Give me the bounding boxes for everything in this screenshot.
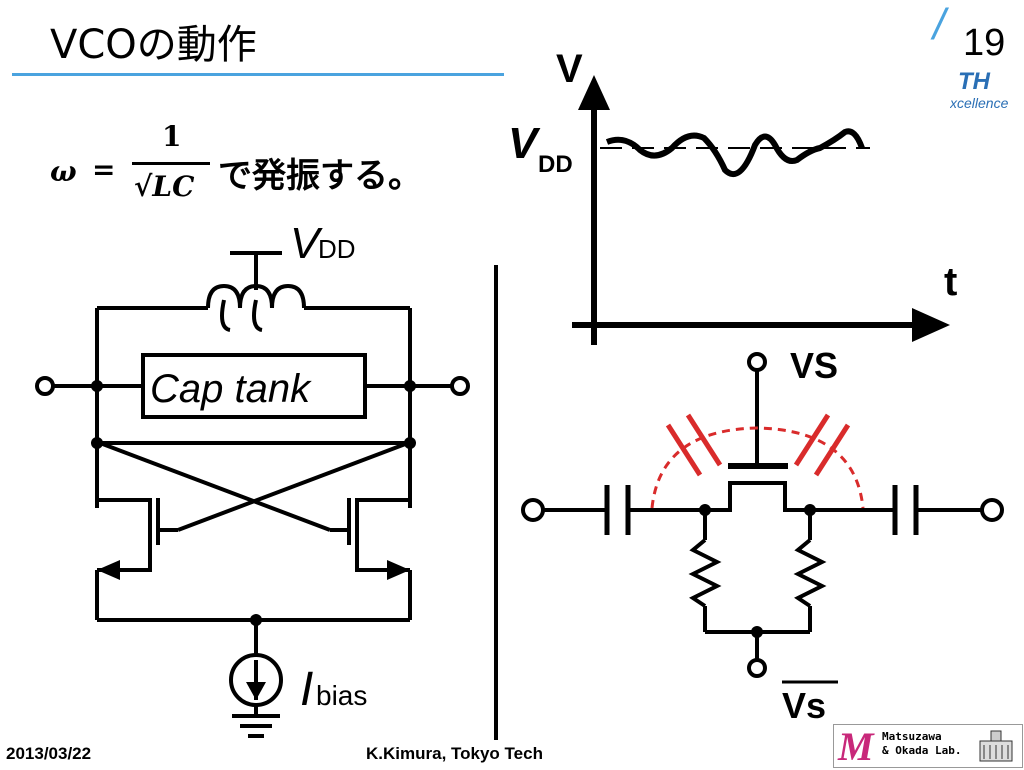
inductor-loops [220,299,263,332]
waveform-plot [572,105,920,345]
parasitic-arc [650,426,865,509]
parasitic-cap-left-plate-2 [685,413,723,467]
output-left-terminal [35,376,55,396]
cap-tank-label: Cap tank [150,367,312,411]
node-dot-right-output [404,380,416,392]
node-dot-varactor-right [804,504,816,516]
lab-logo-line-2: & Okada Lab. [882,744,962,757]
right-transistor-channel [355,498,410,572]
node-dot-varactor-left [699,504,711,516]
lab-logo-text: Matsuzawa & Okada Lab. [882,730,961,758]
lab-logo-line-1: Matsuzawa [882,730,942,743]
vs-terminal [747,352,767,372]
footer-date: 2013/03/22 [6,744,92,763]
varactor-circuit [521,352,1004,678]
footer-author: K.Kimura, Tokyo Tech [366,744,543,763]
node-dot-left-output [91,380,103,392]
lab-logo: M Matsuzawa & Okada Lab. [833,724,1023,769]
waveform-vdd-label-sub: DD [538,151,573,178]
output-right-terminal [450,376,470,396]
parasitic-cap-right-plate-2 [813,423,851,477]
cross-wire-b [177,441,409,532]
slide-title: VCOの動作 [50,22,257,68]
vs-bar-label: Vs [782,685,826,726]
vs-bar-terminal [747,658,767,678]
page-number: 19 [963,22,1006,64]
formula-numerator: 1 [162,120,182,153]
x-axis-label: t [944,260,957,304]
varactor-channel [705,481,810,512]
inductor-coil [206,283,306,309]
formula-fraction-bar [132,162,210,165]
right-transistor-source-arrow [387,560,410,580]
right-output-terminal [980,498,1004,522]
cross-wire-a [99,441,331,532]
left-transistor-source-arrow [97,560,120,580]
vdd-label-sub: DD [318,234,356,264]
institution-tagline-fragment: xcellence [950,95,1009,111]
x-axis-arrowhead [912,308,950,342]
node-dot-resistor-common [751,626,763,638]
right-bias-resistor [793,538,827,608]
corner-slash-mark: / [933,0,946,49]
left-input-terminal [521,498,545,522]
ibias-label-i: I [300,663,313,716]
left-transistor-channel [97,498,152,572]
node-dot-right-cross [404,437,416,449]
building-icon [979,730,1013,762]
current-source-arrowhead [246,682,266,700]
lc-vco-circuit [35,251,470,738]
lab-logo-m-mark: M [838,724,874,769]
parasitic-cap-right-plate-1 [793,413,831,467]
left-bias-resistor [688,538,722,608]
title-underline [12,73,504,76]
supply-noise-waveform [605,128,865,178]
institution-logo-fragment: TH [958,68,990,95]
parasitic-capacitance [650,413,865,509]
formula-denominator: √LC [134,170,195,203]
formula-omega: ω [50,155,77,188]
vdd-label-v: V [290,219,323,268]
vs-label: VS [790,345,838,386]
ibias-label-sub: bias [316,680,367,711]
waveform-vdd-label-v: V [508,119,541,168]
y-axis-arrowhead [578,75,610,110]
y-axis-label: V [556,47,583,91]
node-dot-left-cross [91,437,103,449]
parasitic-cap-left-plate-1 [665,423,703,477]
node-dot-tail [250,614,262,626]
formula-equals: = [92,153,116,186]
formula-suffix-text: で発振する。 [218,156,422,196]
